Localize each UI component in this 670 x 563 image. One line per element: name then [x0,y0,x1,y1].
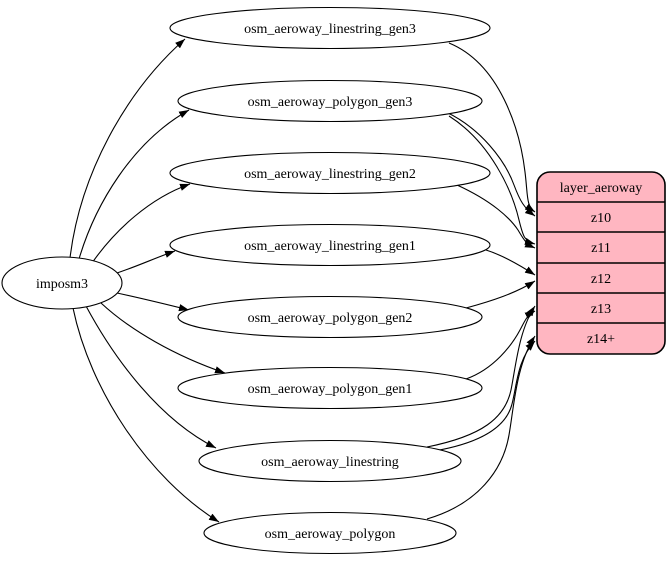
edge-group-source [69,38,226,523]
layer-row-z14plus: z14+ [587,332,615,347]
edge-imposm3-osm_aeroway_polygon_gen3 [78,109,190,260]
edge-osm_aeroway_polygon_gen3-z11 [448,115,536,245]
node-osm_aeroway_linestring_gen1: osm_aeroway_linestring_gen1 [169,223,491,267]
node-osm_aeroway_linestring_gen3: osm_aeroway_linestring_gen3 [169,6,491,50]
edge-imposm3-osm_aeroway_linestring_gen1 [116,250,176,274]
table-label: osm_aeroway_polygon_gen2 [248,311,413,326]
table-ellipse [169,6,491,50]
table-ellipse [177,295,483,339]
edge-osm_aeroway_polygon_gen2-z12 [465,280,536,309]
edge-imposm3-osm_aeroway_linestring [85,305,217,449]
layer-row-z10: z10 [591,211,611,226]
edge-imposm3-osm_aeroway_polygon [72,307,220,523]
node-imposm3: imposm3 [1,256,123,310]
table-label: osm_aeroway_linestring [261,455,399,470]
edge-group-layer [426,42,536,520]
table-label: osm_aeroway_polygon_gen3 [248,95,413,110]
layer-title: layer_aeroway [560,181,642,196]
table-ellipse [177,366,483,410]
edge-osm_aeroway_linestring_gen3-z10 [448,42,536,213]
edge-osm_aeroway_linestring-z13 [426,305,536,448]
edge-imposm3-osm_aeroway_polygon_gen1 [100,302,226,374]
table-label: osm_aeroway_linestring_gen3 [244,22,416,37]
node-osm_aeroway_polygon_gen2: osm_aeroway_polygon_gen2 [177,295,483,339]
layer-row-z13: z13 [591,302,611,317]
node-osm_aeroway_polygon_gen1: osm_aeroway_polygon_gen1 [177,366,483,410]
imposm3-ellipse [1,256,123,310]
edge-imposm3-osm_aeroway_polygon_gen2 [116,292,190,312]
node-layer_aeroway: layer_aeroway z10 z11 z12 z13 z14+ [536,171,666,355]
table-label: osm_aeroway_linestring_gen2 [244,167,416,182]
node-osm_aeroway_polygon_gen3: osm_aeroway_polygon_gen3 [177,79,483,123]
layer-row-z11: z11 [591,241,611,256]
edge-osm_aeroway_linestring_gen2-z11 [456,184,536,249]
node-osm_aeroway_linestring: osm_aeroway_linestring [198,439,462,483]
layer-row-z12: z12 [591,272,611,287]
edge-osm_aeroway_polygon_gen3-z10 [445,111,536,217]
edge-imposm3-osm_aeroway_linestring_gen2 [91,183,191,264]
imposm3-label: imposm3 [36,277,88,292]
table-label: osm_aeroway_polygon [265,527,396,542]
edge-osm_aeroway_polygon-z14plus [426,335,536,520]
table-ellipse [169,151,491,195]
edge-imposm3-osm_aeroway_linestring_gen3 [69,38,186,259]
node-osm_aeroway_polygon: osm_aeroway_polygon [203,511,457,555]
table-ellipse [203,511,457,555]
table-ellipse [169,223,491,267]
node-osm_aeroway_linestring_gen2: osm_aeroway_linestring_gen2 [169,151,491,195]
edge-osm_aeroway_linestring_gen1-z12 [485,249,536,276]
table-label: osm_aeroway_polygon_gen1 [248,382,413,397]
table-label: osm_aeroway_linestring_gen1 [244,239,416,254]
table-ellipse [177,79,483,123]
table-ellipse [198,439,462,483]
edge-osm_aeroway_linestring-z14plus [433,340,536,452]
